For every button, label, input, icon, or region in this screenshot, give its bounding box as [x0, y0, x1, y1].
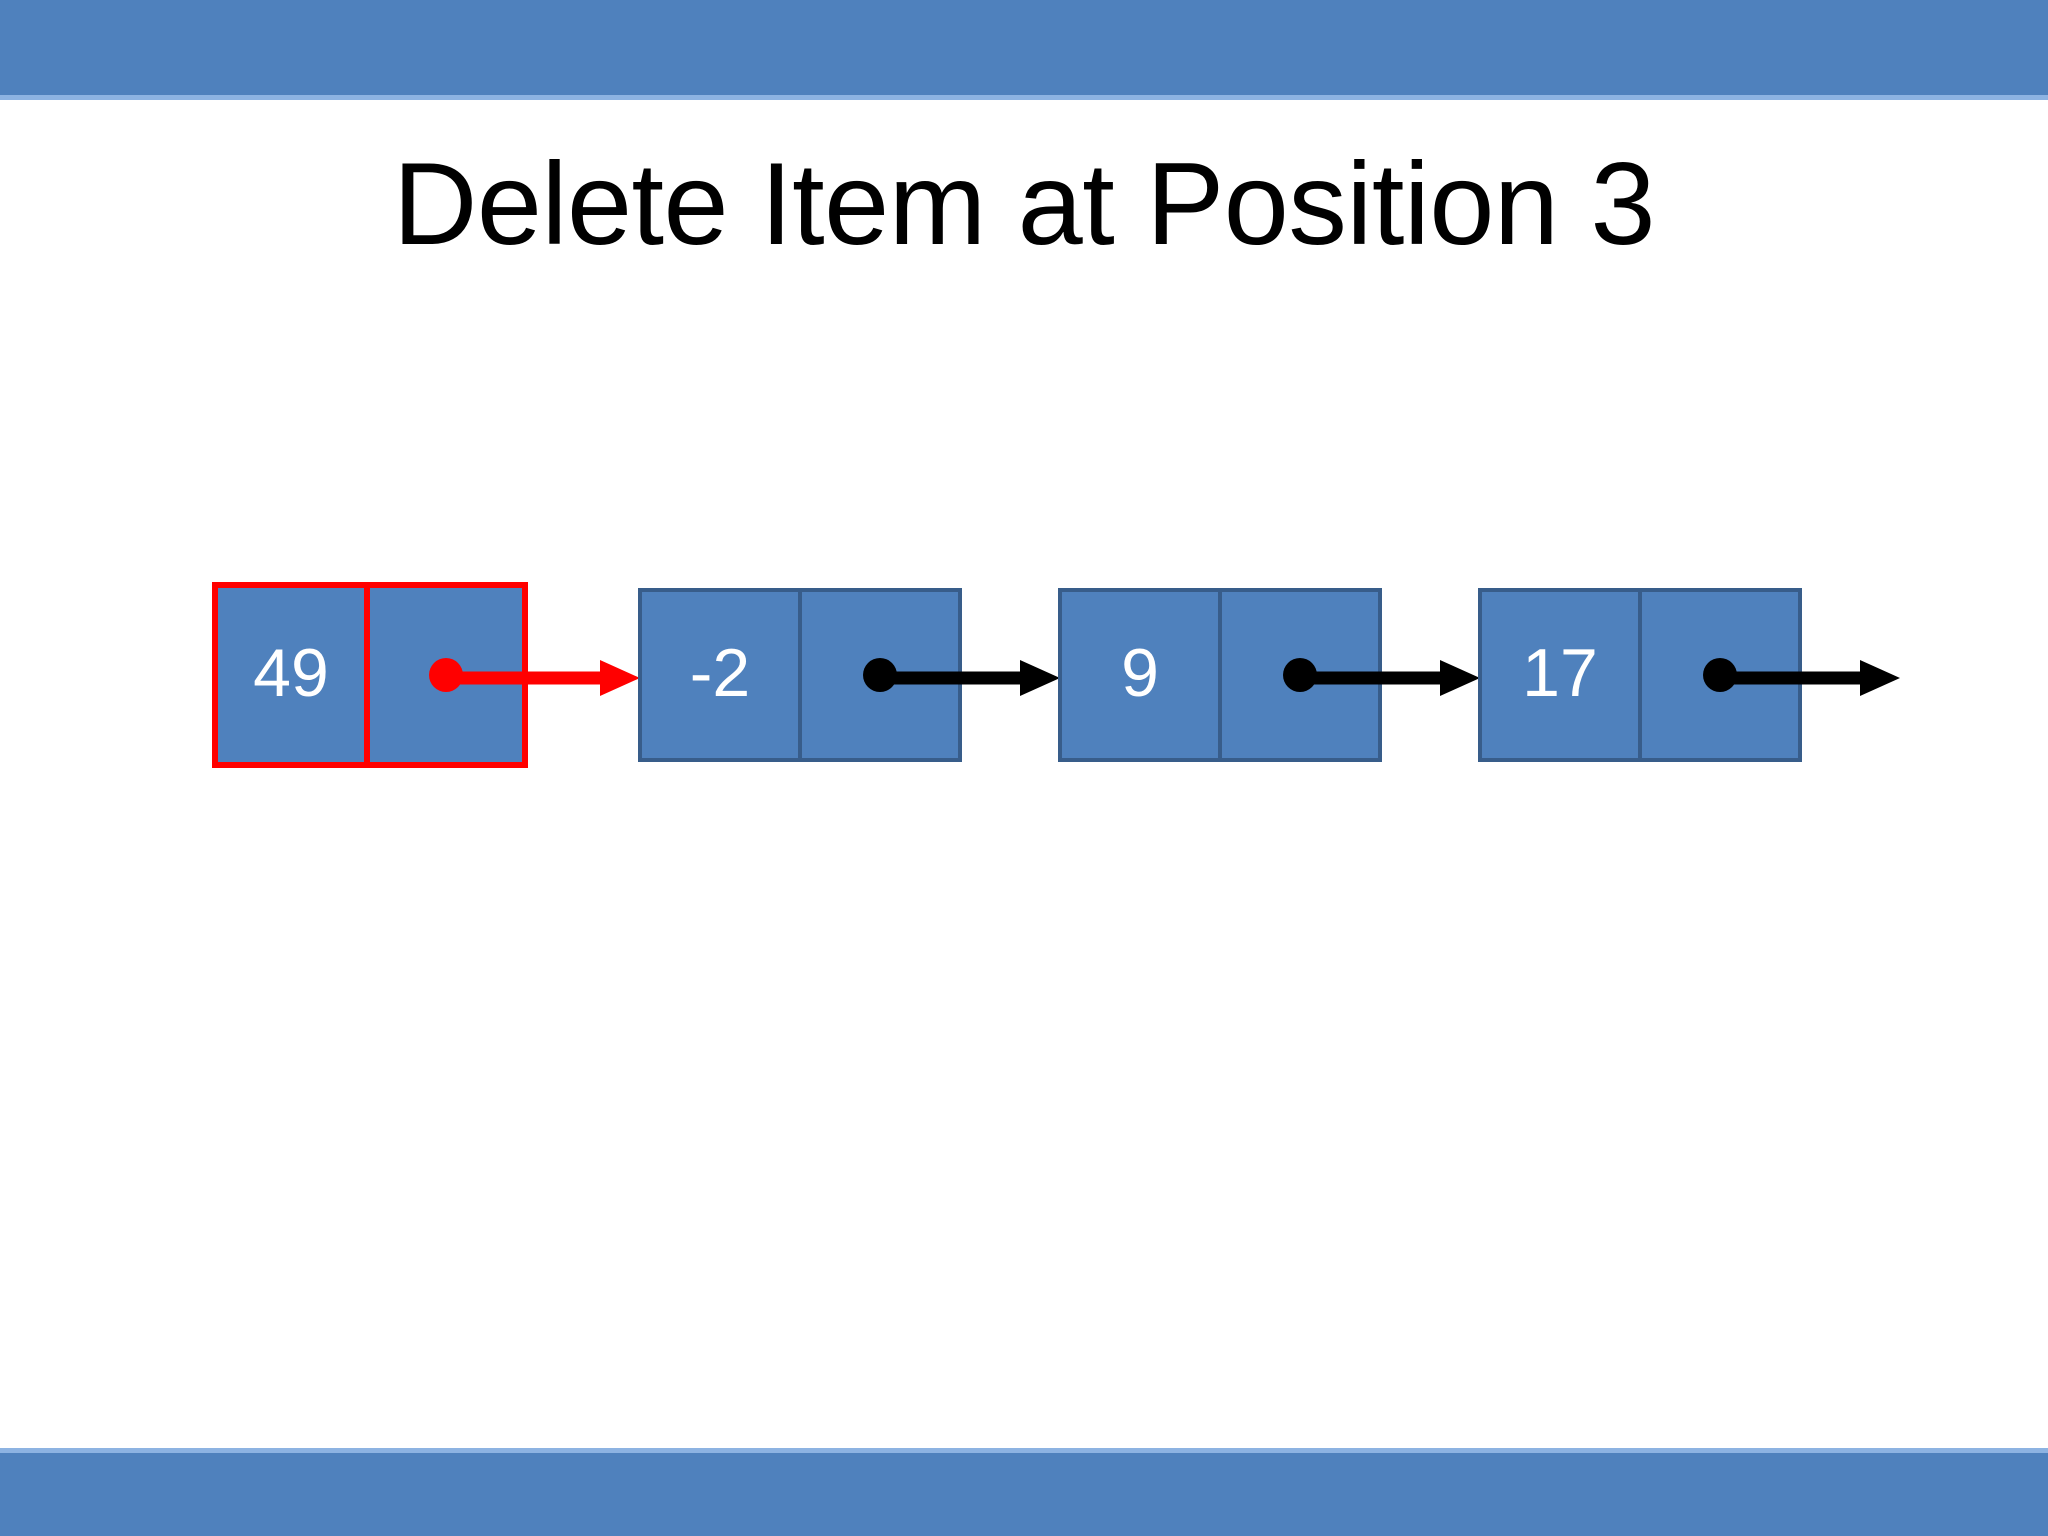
bottom-banner-rule	[0, 1448, 2048, 1453]
top-banner	[0, 0, 2048, 100]
pointer-arrow-2	[1292, 658, 1482, 698]
page-title: Delete Item at Position 3	[392, 138, 1656, 269]
pointer-arrow-3	[1712, 658, 1902, 698]
node-value-3: 17	[1522, 635, 1598, 711]
list-node-3[interactable]: 17	[1478, 588, 1802, 762]
node-data-cell-0: 49	[218, 588, 370, 762]
pointer-arrow-1	[872, 658, 1062, 698]
top-banner-fill	[0, 0, 2048, 95]
bottom-banner	[0, 1448, 2048, 1536]
bottom-banner-fill	[0, 1453, 2048, 1536]
node-value-2: 9	[1121, 635, 1159, 711]
pointer-arrow-0	[452, 658, 642, 698]
node-data-cell-3: 17	[1478, 588, 1640, 762]
node-value-0: 49	[253, 635, 329, 711]
node-data-cell-1: -2	[638, 588, 800, 762]
node-data-cell-2: 9	[1058, 588, 1220, 762]
node-value-1: -2	[689, 635, 751, 711]
top-banner-rule	[0, 95, 2048, 100]
